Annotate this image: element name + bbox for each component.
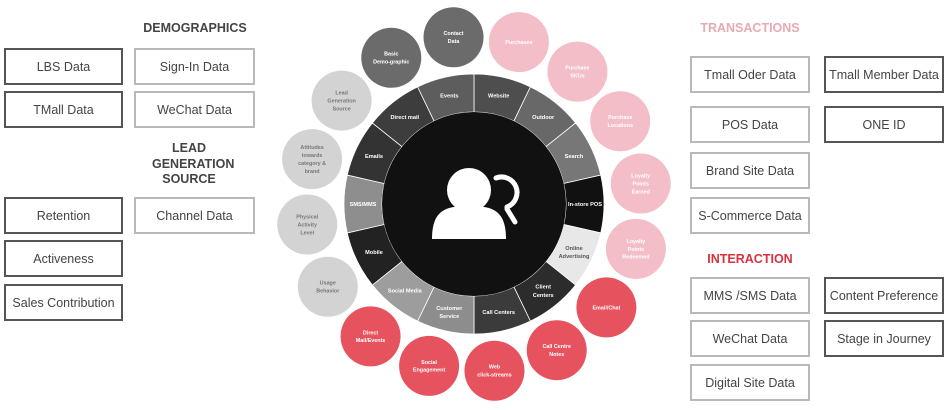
outer-data-circle (297, 256, 358, 317)
person-analytics-icon (447, 168, 491, 212)
magnifier-arc-icon (493, 174, 520, 210)
outer-data-circle (277, 194, 338, 255)
magnifier-handle-icon (504, 206, 518, 225)
sign-in-data-box: Sign-In Data (134, 48, 255, 85)
outer-data-circle (488, 12, 549, 73)
stage-in-journey-box: Stage in Journey (824, 320, 944, 357)
outer-data-circle-label: Purchases (505, 40, 532, 46)
interaction-heading: INTERACTION (707, 252, 793, 266)
outer-data-circle (340, 306, 401, 367)
lead-generation-source-heading: LEAD GENERATION SOURCE (152, 141, 235, 187)
digital-site-data-box: Digital Site Data (690, 364, 810, 401)
wechat-data-box-left: WeChat Data (134, 91, 255, 128)
ring-segment-label: Call Centers (482, 310, 515, 316)
tmall-oder-data-box: Tmall Oder Data (690, 56, 810, 93)
outer-data-circle (590, 91, 651, 152)
outer-data-circle-label: Email/Chat (592, 305, 620, 311)
wechat-data-box-right: WeChat Data (690, 320, 810, 357)
ring-segment-label: Website (488, 94, 509, 100)
outer-data-circle (311, 70, 372, 131)
tmall-data-box: TMall Data (4, 91, 123, 128)
pos-data-box: POS Data (690, 106, 810, 143)
lbs-data-box: LBS Data (4, 48, 123, 85)
mms-sms-data-box: MMS /SMS Data (690, 277, 810, 314)
ring-segment-label: Emails (365, 154, 383, 160)
demographics-heading: DEMOGRAPHICS (143, 21, 247, 35)
s-commerce-data-box: S-Commerce Data (690, 197, 810, 234)
channel-data-box: Channel Data (134, 197, 255, 234)
activeness-box: Activeness (4, 240, 123, 277)
outer-data-circle (576, 277, 637, 338)
content-preference-box: Content Preference (824, 277, 944, 314)
one-id-box: ONE ID (824, 106, 944, 143)
sales-contribution-box: Sales Contribution (4, 284, 123, 321)
ring-segment-label: Outdoor (532, 115, 555, 121)
ring-segment-label: Mobile (365, 250, 383, 256)
outer-data-circle (361, 27, 422, 88)
outer-data-circle (399, 335, 460, 396)
ring-segment-label: Social Media (388, 289, 423, 295)
outer-data-circle (282, 129, 343, 190)
tmall-member-data-box: Tmall Member Data (824, 56, 944, 93)
person-body-icon (432, 206, 506, 239)
brand-site-data-box: Brand Site Data (690, 152, 810, 189)
outer-data-circle (610, 153, 671, 214)
outer-data-circle (464, 340, 525, 401)
outer-data-circle (423, 7, 484, 68)
ring-segment-label: SMS/MMS (350, 202, 377, 208)
outer-data-circle (526, 320, 587, 381)
ring-segment-label: In-store POS (568, 202, 602, 208)
ring-segment-label: Search (565, 154, 584, 160)
ring-segment-label: Direct mail (390, 115, 419, 121)
outer-data-circle (547, 41, 608, 102)
outer-data-circle (605, 218, 666, 279)
retention-box: Retention (4, 197, 123, 234)
transactions-heading: TRANSACTIONS (700, 21, 800, 35)
ring-segment-label: Events (440, 94, 458, 100)
